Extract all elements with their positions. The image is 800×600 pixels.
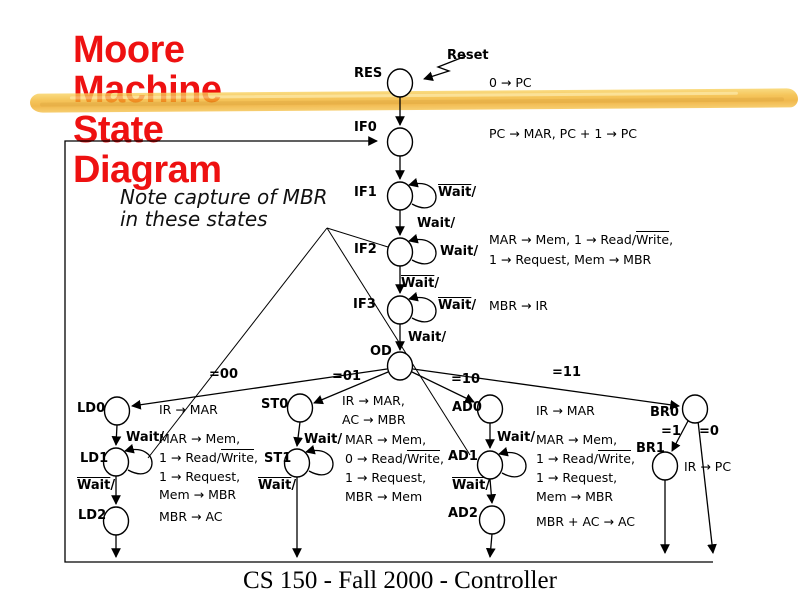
state-node-br1 (651, 451, 679, 481)
note-pointer-lines (147, 227, 471, 459)
self-loop-if3 (408, 292, 437, 323)
note-line-2: in these states (120, 207, 268, 231)
state-node-st0 (286, 393, 314, 423)
self-loop-ld1 (124, 444, 153, 475)
self-loop-if2 (408, 234, 437, 265)
title-line-4: Diagram (73, 149, 222, 191)
note-annotation: Note capture of MBR in these states (120, 186, 328, 230)
self-loops (124, 178, 527, 478)
footer-text: CS 150 - Fall 2000 - Controller (243, 567, 557, 594)
state-node-ld1 (102, 447, 130, 477)
self-loop-st1 (305, 445, 334, 476)
state-node-if2 (386, 237, 414, 267)
state-node-st1 (283, 448, 311, 478)
title-line-1: Moore (73, 29, 185, 71)
state-node-ad2 (478, 505, 506, 535)
transitions (111, 96, 717, 558)
state-node-if3 (386, 295, 414, 325)
note-line-1: Note capture of MBR (120, 185, 328, 209)
state-node-if1 (386, 181, 414, 211)
self-loop-ad1 (498, 447, 527, 478)
reset-arrow (423, 55, 467, 81)
state-node-br0 (681, 394, 709, 424)
state-node-ld2 (102, 506, 130, 536)
state-node-ad0 (476, 394, 504, 424)
state-node-if0 (386, 127, 414, 157)
feedback-loop-path (64, 136, 713, 563)
state-nodes (102, 68, 709, 536)
state-node-ad1 (476, 450, 504, 480)
state-node-od (386, 351, 414, 381)
state-node-res (386, 68, 414, 98)
state-node-ld0 (103, 396, 131, 426)
title-line-3: State (73, 109, 164, 151)
self-loop-if1 (408, 178, 437, 209)
